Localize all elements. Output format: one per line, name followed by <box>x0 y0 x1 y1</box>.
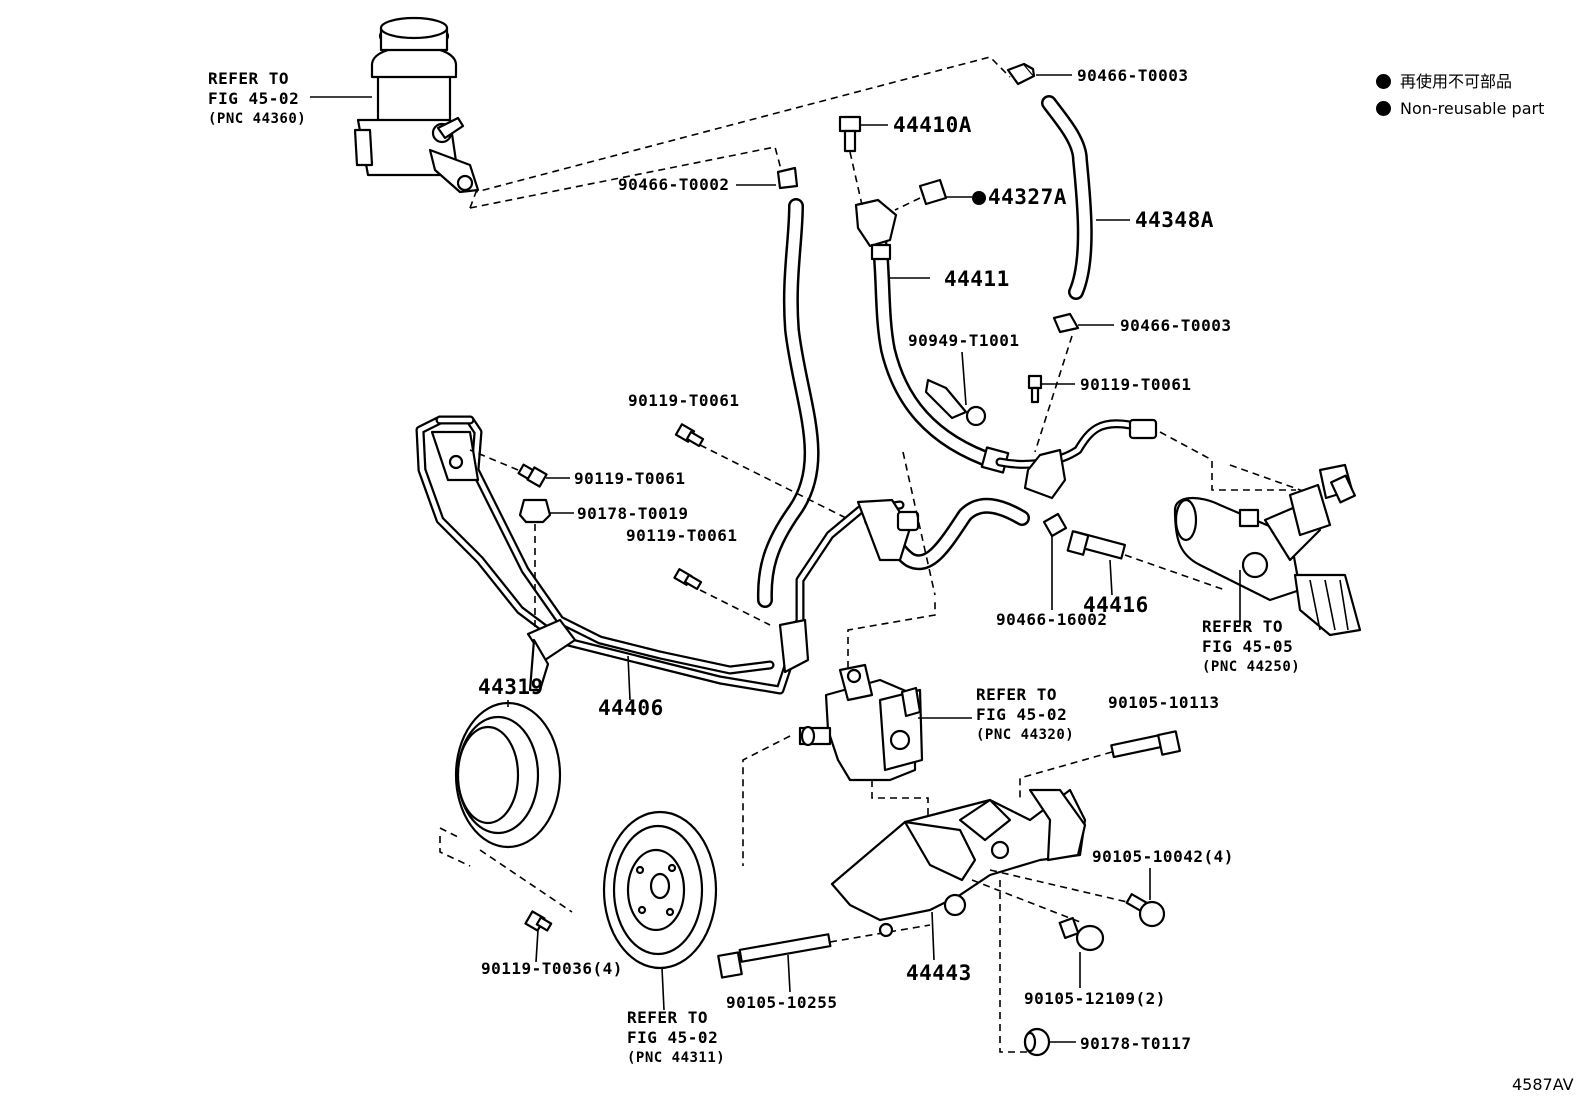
part-number-label: 44411 <box>944 267 1010 291</box>
hose-44348a <box>1041 95 1093 300</box>
steering-gear <box>1173 463 1362 637</box>
part-number-label: 90119-T0061 <box>628 391 740 410</box>
bolt-icon <box>838 115 862 153</box>
part-number-label: 44319 <box>478 675 544 699</box>
part-number-label: 44416 <box>1083 593 1149 617</box>
pulley-44319 <box>454 701 562 849</box>
pressure-tube <box>995 418 1158 500</box>
nut-icon <box>1023 1027 1051 1057</box>
bolt-icon <box>673 568 703 591</box>
non-reusable-dot-icon <box>1376 101 1391 116</box>
part-number-label: 44327A <box>972 186 1067 208</box>
clamp-icon <box>776 166 799 190</box>
clamp-icon <box>1006 62 1036 86</box>
part-number-label: 90466-T0003 <box>1077 66 1189 85</box>
part-number-label: 44443 <box>906 961 972 985</box>
reservoir-reference: REFER TO FIG 45-02 (PNC 44360) <box>208 69 307 127</box>
gasket-icon <box>918 178 948 206</box>
return-pipe-44406 <box>415 415 920 695</box>
figure-id: 4587AV <box>1512 1075 1574 1094</box>
part-number-label: 90105-10113 <box>1108 693 1220 712</box>
bolt-icon <box>717 933 832 979</box>
part-number-label: 90119-T0061 <box>626 526 738 545</box>
non-reusable-dot-icon <box>1376 74 1391 89</box>
gear-reference: REFER TO FIG 45-05 (PNC 44250) <box>1202 617 1301 675</box>
legend: 再使用不可部品 Non-reusable part <box>1376 68 1544 122</box>
reservoir-assembly <box>353 16 480 194</box>
power-steering-pump <box>798 663 924 782</box>
part-number-label: 44348A <box>1135 208 1214 232</box>
part-number-label: 44410A <box>893 113 972 137</box>
bolt-icon <box>1058 916 1105 952</box>
part-number-label: 90178-T0019 <box>577 504 689 523</box>
part-number-label: 90105-12109(2) <box>1024 989 1166 1008</box>
part-number-label: 90119-T0061 <box>574 469 686 488</box>
part-number-label: 90119-T0061 <box>1080 375 1192 394</box>
part-number-label: 90119-T0036(4) <box>481 959 623 978</box>
pulley-reference: REFER TO FIG 45-02 (PNC 44311) <box>627 1008 726 1066</box>
legend-item-en: Non-reusable part <box>1376 95 1544 122</box>
pump-reference: REFER TO FIG 45-02 (PNC 44320) <box>976 685 1075 743</box>
part-number-label: 44406 <box>598 696 664 720</box>
clamp-icon <box>924 378 987 427</box>
part-number-label: 90105-10255 <box>726 993 838 1012</box>
nut-icon <box>518 498 552 524</box>
bolt-icon <box>674 423 705 448</box>
bolt-icon <box>524 910 553 932</box>
pulley-44311 <box>602 810 718 970</box>
legend-item-jp: 再使用不可部品 <box>1376 68 1544 95</box>
bolt-icon <box>1110 730 1181 759</box>
bolt-icon <box>517 463 548 488</box>
pump-bracket-44443 <box>830 788 1087 938</box>
part-number-label: 90949-T1001 <box>908 331 1020 350</box>
part-number-label: 90105-10042(4) <box>1092 847 1234 866</box>
part-number-label: 90466-T0003 <box>1120 316 1232 335</box>
return-hose <box>756 198 820 608</box>
bolt-icon <box>1027 374 1043 404</box>
clamp-icon <box>1052 312 1080 334</box>
bolt-icon <box>1125 893 1166 928</box>
part-number-label: 90178-T0117 <box>1080 1034 1192 1053</box>
part-number-label: 90466-T0002 <box>618 175 730 194</box>
clamp-icon <box>1042 512 1068 538</box>
non-reusable-dot-icon <box>972 191 986 205</box>
union-fitting <box>1066 530 1127 560</box>
part-number-label: 90466-16002 <box>996 610 1108 629</box>
